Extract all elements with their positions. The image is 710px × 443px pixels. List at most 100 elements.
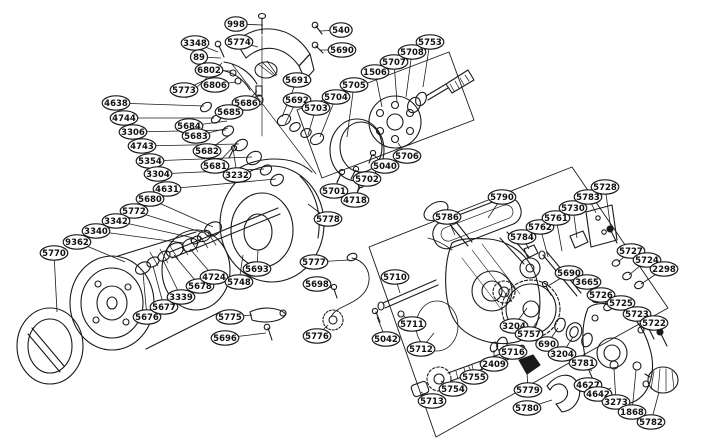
part-callout-5757[interactable]: 5757 bbox=[514, 326, 544, 342]
part-callout-5707[interactable]: 5707 bbox=[379, 54, 409, 70]
part-callout-6802[interactable]: 6802 bbox=[194, 62, 224, 78]
part-callout-3273[interactable]: 3273 bbox=[601, 394, 631, 410]
part-callout-5691[interactable]: 5691 bbox=[282, 72, 312, 88]
part-callout-89[interactable]: 89 bbox=[189, 49, 209, 65]
part-callout-5682[interactable]: 5682 bbox=[192, 143, 222, 159]
part-callout-5790[interactable]: 5790 bbox=[487, 189, 517, 205]
part-number-label: 5755 bbox=[462, 373, 486, 383]
part-callout-5681[interactable]: 5681 bbox=[200, 158, 230, 174]
part-callout-5690[interactable]: 5690 bbox=[327, 42, 357, 58]
part-number-label: 5711 bbox=[400, 320, 424, 330]
part-callout-5683[interactable]: 5683 bbox=[181, 128, 211, 144]
part-callout-5042[interactable]: 5042 bbox=[371, 331, 401, 347]
part-callout-5701[interactable]: 5701 bbox=[319, 183, 349, 199]
part-callout-5775[interactable]: 5775 bbox=[215, 309, 245, 325]
switch-cable bbox=[322, 252, 370, 331]
part-callout-5708[interactable]: 5708 bbox=[397, 44, 427, 60]
part-callout-5696[interactable]: 5696 bbox=[210, 330, 240, 346]
part-callout-5728[interactable]: 5728 bbox=[590, 179, 620, 195]
part-callout-5725[interactable]: 5725 bbox=[606, 295, 636, 311]
part-callout-5677[interactable]: 5677 bbox=[149, 299, 179, 315]
part-number-label: 1868 bbox=[620, 408, 644, 418]
part-callout-5784[interactable]: 5784 bbox=[507, 229, 537, 245]
part-callout-3665[interactable]: 3665 bbox=[572, 274, 602, 290]
part-callout-4724[interactable]: 4724 bbox=[199, 269, 229, 285]
part-callout-3339[interactable]: 3339 bbox=[166, 289, 196, 305]
part-callout-3304[interactable]: 3304 bbox=[143, 166, 173, 182]
part-callout-4718[interactable]: 4718 bbox=[340, 192, 370, 208]
part-number-label: 3204 bbox=[502, 322, 526, 332]
part-callout-5713[interactable]: 5713 bbox=[417, 393, 447, 409]
part-callout-998[interactable]: 998 bbox=[224, 16, 248, 32]
part-number-label: 4743 bbox=[130, 142, 154, 152]
part-callout-5040[interactable]: 5040 bbox=[370, 158, 400, 174]
part-callout-2298[interactable]: 2298 bbox=[649, 261, 679, 277]
part-callout-3348[interactable]: 3348 bbox=[180, 35, 210, 51]
part-callout-1506[interactable]: 1506 bbox=[360, 64, 390, 80]
part-callout-4631[interactable]: 4631 bbox=[152, 181, 182, 197]
part-number-label: 5678 bbox=[188, 282, 212, 292]
part-number-label: 5775 bbox=[218, 313, 242, 323]
part-callout-5783[interactable]: 5783 bbox=[573, 189, 603, 205]
part-number-label: 5725 bbox=[609, 299, 633, 309]
part-callout-5692[interactable]: 5692 bbox=[282, 92, 312, 108]
part-number-label: 5786 bbox=[435, 213, 459, 223]
part-callout-5710[interactable]: 5710 bbox=[380, 269, 410, 285]
part-callout-5705[interactable]: 5705 bbox=[339, 77, 369, 93]
part-callout-3232[interactable]: 3232 bbox=[222, 167, 252, 183]
part-callout-5753[interactable]: 5753 bbox=[415, 34, 445, 50]
part-callout-5716[interactable]: 5716 bbox=[498, 344, 528, 360]
part-callout-5779[interactable]: 5779 bbox=[513, 382, 543, 398]
part-callout-5776[interactable]: 5776 bbox=[302, 328, 332, 344]
part-callout-5730[interactable]: 5730 bbox=[558, 200, 588, 216]
part-callout-5781[interactable]: 5781 bbox=[568, 355, 598, 371]
part-callout-3204[interactable]: 3204 bbox=[547, 346, 577, 362]
part-callout-5778[interactable]: 5778 bbox=[313, 211, 343, 227]
part-callout-5780[interactable]: 5780 bbox=[512, 400, 542, 416]
part-callout-5711[interactable]: 5711 bbox=[397, 316, 427, 332]
part-callout-5774[interactable]: 5774 bbox=[224, 34, 254, 50]
part-callout-5786[interactable]: 5786 bbox=[432, 209, 462, 225]
part-callout-5748[interactable]: 5748 bbox=[224, 274, 254, 290]
part-callout-3340[interactable]: 3340 bbox=[81, 223, 111, 239]
part-number-label: 5757 bbox=[517, 330, 541, 340]
part-callout-4744[interactable]: 4744 bbox=[109, 110, 139, 126]
part-callout-5772[interactable]: 5772 bbox=[119, 203, 149, 219]
part-callout-5782[interactable]: 5782 bbox=[636, 414, 666, 430]
part-callout-690[interactable]: 690 bbox=[535, 336, 559, 352]
part-number-label: 5726 bbox=[589, 291, 613, 301]
part-callout-5726[interactable]: 5726 bbox=[586, 287, 616, 303]
part-callout-5702[interactable]: 5702 bbox=[352, 171, 382, 187]
part-callout-5703[interactable]: 5703 bbox=[301, 100, 331, 116]
part-callout-5698[interactable]: 5698 bbox=[302, 276, 332, 292]
part-callout-3342[interactable]: 3342 bbox=[101, 213, 131, 229]
part-callout-5685[interactable]: 5685 bbox=[214, 104, 244, 120]
part-callout-5722[interactable]: 5722 bbox=[639, 315, 669, 331]
part-callout-5754[interactable]: 5754 bbox=[438, 381, 468, 397]
part-callout-5680[interactable]: 5680 bbox=[135, 191, 165, 207]
part-callout-2409[interactable]: 2409 bbox=[479, 356, 509, 372]
part-callout-540[interactable]: 540 bbox=[329, 22, 353, 38]
part-callout-4638[interactable]: 4638 bbox=[101, 95, 131, 111]
part-callout-5777[interactable]: 5777 bbox=[299, 254, 329, 270]
part-callout-9362[interactable]: 9362 bbox=[62, 234, 92, 250]
part-callout-5690[interactable]: 5690 bbox=[554, 265, 584, 281]
part-number-label: 5776 bbox=[305, 332, 329, 342]
part-number-label: 3273 bbox=[604, 398, 628, 408]
part-callout-5693[interactable]: 5693 bbox=[242, 261, 272, 277]
part-callout-5712[interactable]: 5712 bbox=[406, 341, 436, 357]
part-callout-5354[interactable]: 5354 bbox=[135, 153, 165, 169]
part-callout-5676[interactable]: 5676 bbox=[132, 309, 162, 325]
part-number-label: 5682 bbox=[195, 147, 219, 157]
part-callout-4743[interactable]: 4743 bbox=[127, 138, 157, 154]
part-callout-5704[interactable]: 5704 bbox=[321, 89, 351, 105]
part-callout-5770[interactable]: 5770 bbox=[39, 245, 69, 261]
part-callout-5761[interactable]: 5761 bbox=[541, 210, 571, 226]
part-number-label: 5724 bbox=[635, 256, 659, 266]
part-callout-6806[interactable]: 6806 bbox=[200, 77, 230, 93]
part-callout-5755[interactable]: 5755 bbox=[459, 369, 489, 385]
part-callout-3306[interactable]: 3306 bbox=[118, 124, 148, 140]
part-callout-1868[interactable]: 1868 bbox=[617, 404, 647, 420]
part-callout-5706[interactable]: 5706 bbox=[392, 148, 422, 164]
part-callout-5773[interactable]: 5773 bbox=[169, 82, 199, 98]
